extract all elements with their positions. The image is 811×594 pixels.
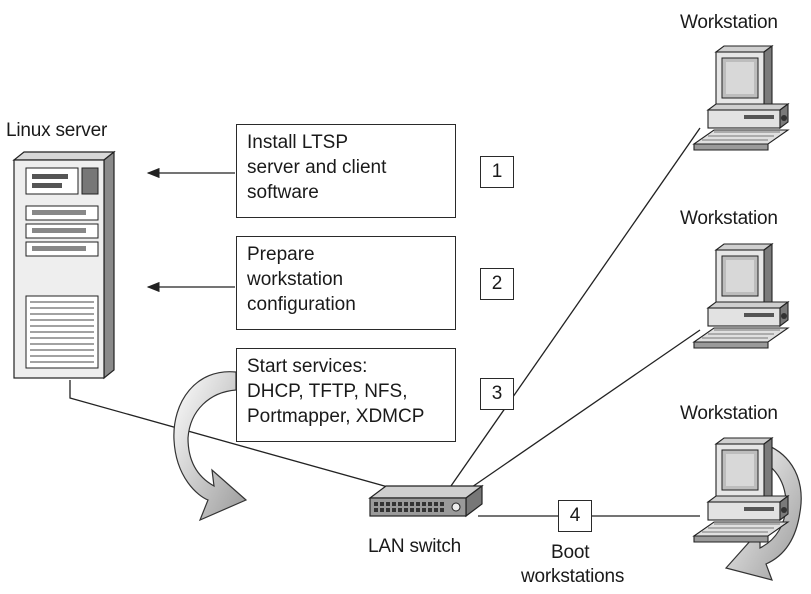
cable-workstation-1 [443,127,701,497]
boot-curved-arrow [724,439,802,581]
linux-server-icon [12,150,116,380]
step-4-text-line-1: Boot [551,542,590,563]
workstation-1-icon [693,45,789,151]
step-3-number: 3 [480,378,514,410]
workstation-2-icon [693,243,789,349]
lan-switch-icon [368,484,484,518]
step-1-box: Install LTSP server and client software [236,124,456,218]
workstation-3-label: Workstation [680,403,778,424]
lan-switch-label: LAN switch [368,536,462,557]
step-2-text: Prepare workstation configuration [247,244,356,315]
workstation-1-label: Workstation [680,12,778,33]
step-2-number: 2 [480,268,514,300]
step-4-text-line-2: workstations [521,566,625,587]
linux-server-label: Linux server [6,120,108,141]
step-1-number: 1 [480,156,514,188]
cable-workstation-2 [455,329,701,499]
step-1-text: Install LTSP server and client software [247,132,387,203]
step-3-box: Start services: DHCP, TFTP, NFS, Portmap… [236,348,456,442]
server-cable [69,380,421,497]
step-3-text: Start services: DHCP, TFTP, NFS, Portmap… [247,356,425,427]
workstation-2-label: Workstation [680,208,778,229]
step-2-box: Prepare workstation configuration [236,236,456,330]
step-4-number: 4 [558,500,592,532]
start-services-curved-arrow [173,371,248,522]
